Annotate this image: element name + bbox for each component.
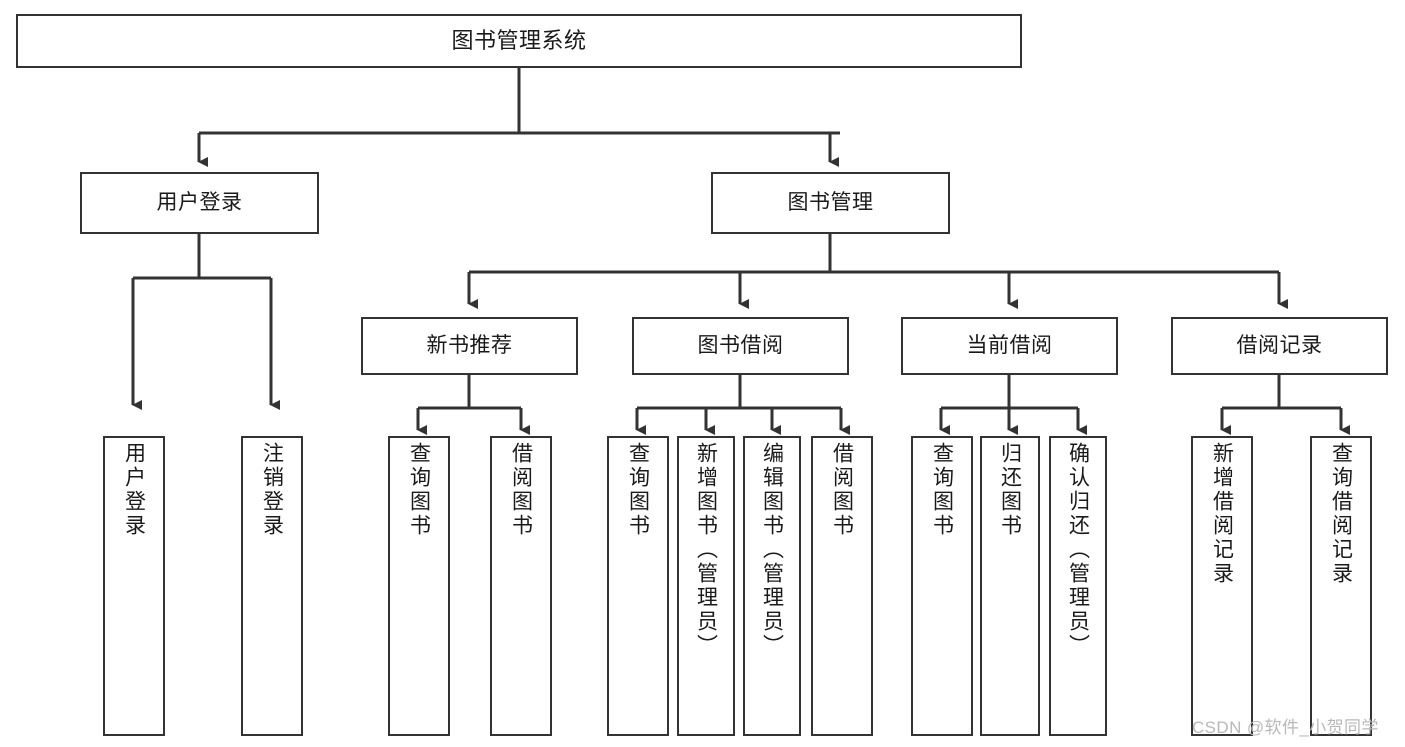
leaf-book-borrow-query[interactable]: 查询图书 bbox=[607, 436, 669, 736]
node-label: 查询图书 bbox=[407, 442, 431, 538]
node-label: 新书推荐 bbox=[426, 334, 513, 358]
node-book-management[interactable]: 图书管理 bbox=[711, 172, 950, 234]
node-label: 借阅图书 bbox=[509, 442, 533, 538]
node-label: 借阅记录 bbox=[1236, 334, 1323, 358]
node-book-borrow[interactable]: 图书借阅 bbox=[632, 317, 849, 375]
node-borrow-record[interactable]: 借阅记录 bbox=[1171, 317, 1388, 375]
node-label: 新增图书（管理员） bbox=[694, 442, 718, 658]
node-label: 用户登录 bbox=[122, 442, 146, 538]
node-label: 新增借阅记录 bbox=[1210, 442, 1234, 586]
node-label: 图书管理系统 bbox=[451, 27, 587, 53]
leaf-borrow-record-add[interactable]: 新增借阅记录 bbox=[1191, 436, 1253, 736]
node-label: 当前借阅 bbox=[966, 334, 1053, 358]
node-label: 查询借阅记录 bbox=[1329, 442, 1353, 586]
leaf-current-borrow-confirm-admin[interactable]: 确认归还（管理员） bbox=[1049, 436, 1107, 736]
node-user-login[interactable]: 用户登录 bbox=[80, 172, 319, 234]
node-label: 用户登录 bbox=[156, 191, 243, 215]
node-label: 图书管理 bbox=[787, 191, 874, 215]
leaf-user-login-logout[interactable]: 注销登录 bbox=[241, 436, 303, 736]
node-label: 确认归还（管理员） bbox=[1066, 442, 1090, 658]
leaf-book-borrow-borrow[interactable]: 借阅图书 bbox=[811, 436, 873, 736]
leaf-current-borrow-return[interactable]: 归还图书 bbox=[980, 436, 1040, 736]
node-label: 归还图书 bbox=[998, 442, 1022, 538]
leaf-book-borrow-edit-admin[interactable]: 编辑图书（管理员） bbox=[743, 436, 801, 736]
leaf-borrow-record-query[interactable]: 查询借阅记录 bbox=[1310, 436, 1372, 736]
leaf-book-borrow-add-admin[interactable]: 新增图书（管理员） bbox=[677, 436, 735, 736]
node-label: 查询图书 bbox=[930, 442, 954, 538]
leaf-current-borrow-query[interactable]: 查询图书 bbox=[911, 436, 973, 736]
node-label: 借阅图书 bbox=[830, 442, 854, 538]
leaf-user-login-login[interactable]: 用户登录 bbox=[103, 436, 165, 736]
node-label: 查询图书 bbox=[626, 442, 650, 538]
node-label: 注销登录 bbox=[260, 442, 284, 538]
node-root-book-management-system[interactable]: 图书管理系统 bbox=[16, 14, 1022, 68]
node-current-borrow[interactable]: 当前借阅 bbox=[901, 317, 1118, 375]
csdn-watermark: CSDN @软件_小贺同学 bbox=[1192, 718, 1379, 737]
node-label: 图书借阅 bbox=[697, 334, 784, 358]
leaf-new-book-borrow[interactable]: 借阅图书 bbox=[490, 436, 552, 736]
leaf-new-book-query[interactable]: 查询图书 bbox=[388, 436, 450, 736]
node-new-book-recommend[interactable]: 新书推荐 bbox=[361, 317, 578, 375]
node-label: 编辑图书（管理员） bbox=[760, 442, 784, 658]
